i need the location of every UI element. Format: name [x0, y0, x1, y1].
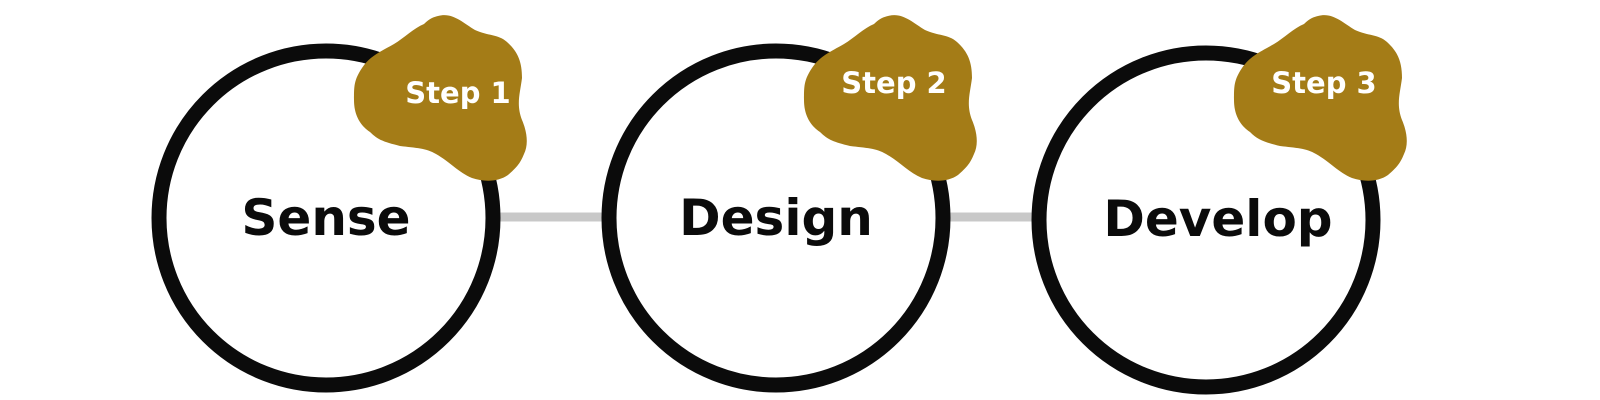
step-1-badge-blob: [354, 15, 527, 181]
step-3-badge: Step 3: [1234, 15, 1407, 181]
step-3-badge-label: Step 3: [1271, 66, 1376, 100]
step-1-badge: Step 1: [354, 15, 527, 181]
step-1-title: Sense: [241, 189, 410, 247]
step-1: Sense Step 1: [151, 15, 527, 393]
step-3-title: Develop: [1103, 190, 1332, 248]
step-1-badge-label: Step 1: [405, 76, 510, 110]
step-2-badge-label: Step 2: [841, 66, 946, 100]
step-3-badge-blob: [1234, 15, 1407, 181]
step-2-badge-blob: [804, 15, 977, 181]
step-2-badge: Step 2: [804, 15, 977, 181]
step-2: Design Step 2: [601, 15, 977, 393]
step-3: Develop Step 3: [1031, 15, 1407, 395]
step-2-title: Design: [679, 189, 873, 247]
